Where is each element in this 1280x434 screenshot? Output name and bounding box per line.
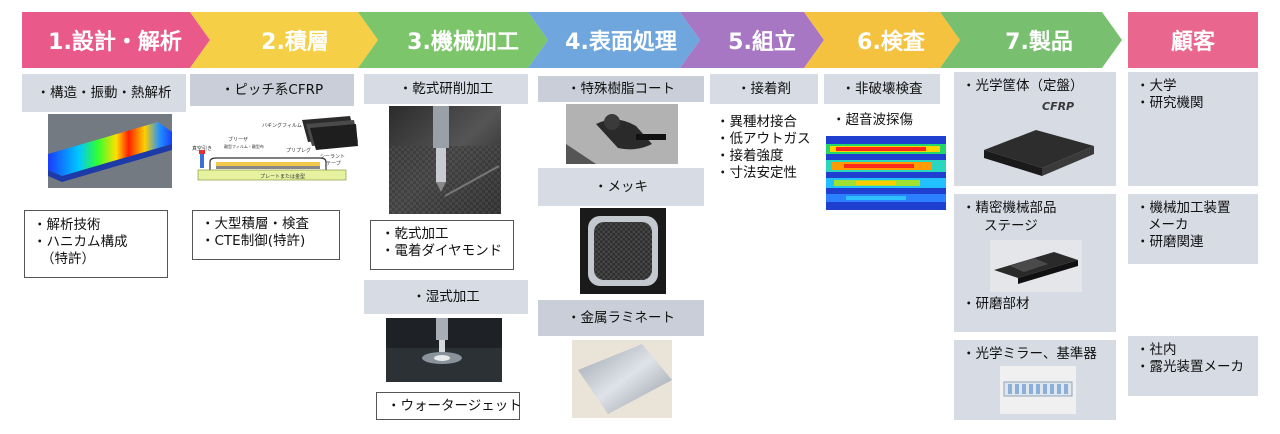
lamination-note-2: ・CTE制御(特許) xyxy=(201,233,306,249)
step-1-label-wrap: 1.設計・解析 xyxy=(22,12,208,68)
customer-panel-1: ・大学 ・研究機関 xyxy=(1128,72,1258,186)
adhesive-header-box: ・接着剤 xyxy=(710,74,818,104)
lamination-header: ・ピッチ系CFRP xyxy=(220,81,324,98)
coat-header-box: ・特殊樹脂コート xyxy=(538,76,704,102)
product-panel-3: ・光学ミラー、基準器 xyxy=(954,340,1116,420)
design-header-box: ・構造・振動・熱解析 xyxy=(22,74,186,112)
customer-1-item-2: ・研究機関 xyxy=(1136,95,1204,111)
customer-2-item-1: ・機械加工装置 xyxy=(1136,200,1231,216)
assembly-list: ・異種材接合 ・低アウトガス ・接着強度 ・寸法安定性 xyxy=(716,114,826,182)
metal-laminate-image xyxy=(572,340,672,418)
step-7-label: 7.製品 xyxy=(1005,30,1073,55)
adhesive-header: ・接着剤 xyxy=(737,80,791,97)
customer-label: 顧客 xyxy=(1170,30,1215,55)
customer-label-wrap: 顧客 xyxy=(1128,12,1258,68)
assembly-item-4: ・寸法安定性 xyxy=(716,165,797,181)
process-flow xyxy=(22,12,1258,68)
chevron-step-7 xyxy=(940,12,1122,68)
chevron-step-2 xyxy=(190,12,378,68)
dry-note-2: ・電着ダイヤモンド xyxy=(381,243,503,259)
coat-header: ・特殊樹脂コート xyxy=(567,80,675,97)
chevron-step-6 xyxy=(804,12,960,68)
design-note-2: ・ハニカム構成 xyxy=(33,234,128,250)
assembly-item-2: ・低アウトガス xyxy=(716,131,811,147)
chevron-step-1 xyxy=(22,12,210,68)
step-5-label-wrap: 5.組立 xyxy=(700,12,824,68)
label-plate: プレートまたは金型 xyxy=(260,173,305,180)
step-7-label-wrap: 7.製品 xyxy=(960,12,1118,68)
customer-3-item-1: ・社内 xyxy=(1136,342,1177,358)
assembly-item-1: ・異種材接合 xyxy=(716,114,797,130)
cfrp-badge: CFRP xyxy=(1042,100,1074,113)
laminate-header: ・金属ラミネート xyxy=(567,309,675,326)
customer-3-item-2: ・露光装置メーカ xyxy=(1136,359,1244,375)
product-3-label: ・光学ミラー、基準器 xyxy=(962,346,1097,362)
step-2-label: 2.積層 xyxy=(261,30,329,55)
step-6-label-wrap: 6.検査 xyxy=(824,12,958,68)
design-note-1: ・解析技術 xyxy=(33,217,101,233)
chevron-step-3 xyxy=(358,12,548,68)
assembly-item-3: ・接着強度 xyxy=(716,148,784,164)
product-2-label-b: ステージ xyxy=(984,218,1038,234)
dry-machining-notes-box: ・乾式加工 ・電着ダイヤモンド xyxy=(370,220,514,270)
waterjet-image xyxy=(386,318,502,382)
ndt-header: ・非破壊検査 xyxy=(841,80,923,97)
customer-1-item-1: ・大学 xyxy=(1136,78,1177,94)
step-6-label: 6.検査 xyxy=(857,30,925,55)
wet-machining-header-box: ・湿式加工 xyxy=(364,280,528,314)
plating-image xyxy=(580,208,666,294)
wet-machining-header: ・湿式加工 xyxy=(412,288,480,305)
dry-machining-header-box: ・乾式研削加工 xyxy=(364,74,528,104)
product-panel-1: ・光学筐体（定盤） CFRP xyxy=(954,72,1116,186)
step-4-label-wrap: 4.表面処理 xyxy=(546,12,696,68)
customer-panel-3: ・社内 ・露光装置メーカ xyxy=(1128,336,1258,396)
vacuum-bagging-diagram: バギングフィルム ブリーザ 離型フィルム・離型布 プリプレグ シーラント テープ… xyxy=(190,114,358,202)
chevron-step-4 xyxy=(528,12,700,68)
product-1-label: ・光学筐体（定盤） xyxy=(962,78,1084,94)
ndt-header-box: ・非破壊検査 xyxy=(824,74,940,104)
label-sealant: シーラント xyxy=(320,154,345,160)
dry-grinding-image xyxy=(389,106,501,214)
lamination-notes-box: ・大型積層・検査 ・CTE制御(特許) xyxy=(192,210,340,260)
label-bagging: バギングフィルム xyxy=(262,122,302,129)
ultrasonic-label: ・超音波探傷 xyxy=(832,112,913,128)
customer-2-item-3: ・研磨関連 xyxy=(1136,234,1204,250)
laminate-header-box: ・金属ラミネート xyxy=(538,300,704,336)
waterjet-note: ・ウォータージェット xyxy=(387,398,522,414)
optical-base-image: CFRP xyxy=(976,96,1100,182)
label-vacuum: 真空引き xyxy=(192,145,212,152)
customer-panel-2: ・機械加工装置 メーカ ・研磨関連 xyxy=(1128,194,1258,264)
customer-header-box xyxy=(1128,12,1258,68)
step-3-label: 3.機械加工 xyxy=(407,30,519,55)
design-note-3: （特許） xyxy=(41,251,95,267)
step-2-label-wrap: 2.積層 xyxy=(212,12,378,68)
design-header: ・構造・振動・熱解析 xyxy=(36,84,172,101)
product-panel-2: ・精密機械部品 ステージ ・研磨部材 xyxy=(954,194,1116,332)
lamination-note-1: ・大型積層・検査 xyxy=(201,216,309,232)
plating-header: ・メッキ xyxy=(594,178,648,195)
dry-machining-header: ・乾式研削加工 xyxy=(398,80,494,97)
dry-note-1: ・乾式加工 xyxy=(381,226,449,242)
lamination-header-box: ・ピッチ系CFRP xyxy=(190,74,354,106)
step-5-label: 5.組立 xyxy=(728,30,796,55)
design-notes-box: ・解析技術 ・ハニカム構成 （特許） xyxy=(24,210,168,278)
ultrasonic-scan-image xyxy=(826,136,946,210)
step-3-label-wrap: 3.機械加工 xyxy=(380,12,546,68)
customer-2-item-2: メーカ xyxy=(1148,217,1189,233)
plating-header-box: ・メッキ xyxy=(538,168,704,206)
fea-analysis-image xyxy=(48,114,172,188)
label-tape: テープ xyxy=(326,161,341,167)
product-2-label-c: ・研磨部材 xyxy=(962,296,1030,312)
resin-coat-image xyxy=(566,104,678,164)
step-1-label: 1.設計・解析 xyxy=(48,30,182,55)
step-4-label: 4.表面処理 xyxy=(565,30,677,55)
chevron-step-5 xyxy=(680,12,824,68)
product-2-label-a: ・精密機械部品 xyxy=(962,200,1057,216)
label-release: 離型フィルム・離型布 xyxy=(224,143,264,149)
label-prepreg: プリプレグ xyxy=(286,147,311,154)
stage-image xyxy=(990,240,1082,292)
optical-mirror-image xyxy=(1000,366,1076,414)
waterjet-note-box: ・ウォータージェット xyxy=(376,392,522,420)
label-breather: ブリーザ xyxy=(228,136,248,143)
